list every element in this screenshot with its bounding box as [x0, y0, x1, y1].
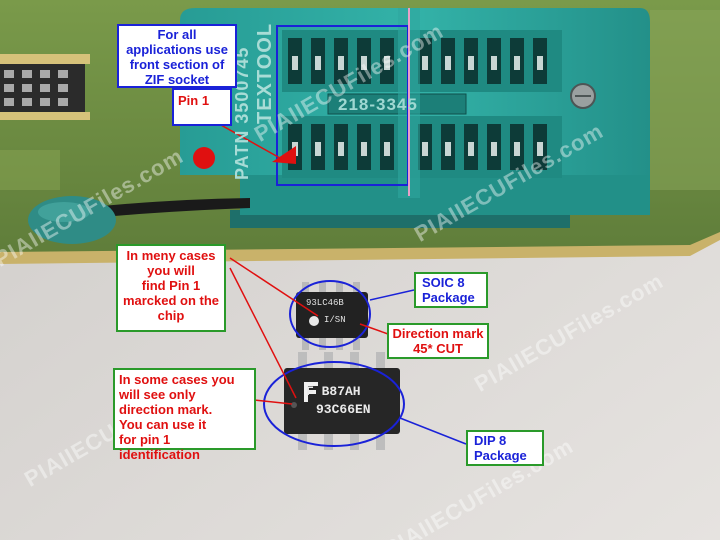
soic-marking-line2: I/SN	[324, 315, 346, 325]
direction-mark-label: Direction mark 45* CUT	[387, 323, 489, 359]
soic-marking-line1: 93LC46B	[306, 298, 344, 308]
socket-brand-print: TEXTOOL	[254, 23, 277, 124]
dip8-circle	[263, 361, 405, 447]
soic8-circle	[289, 280, 371, 348]
pin1-dot-marker	[193, 147, 215, 169]
dip-marking-line2: 93C66EN	[316, 402, 371, 417]
pin1-label: Pin 1	[172, 88, 232, 126]
socket-lever	[28, 196, 250, 244]
zif-front-note: For all applications use front section o…	[117, 24, 237, 88]
socket-number-print: 218-3345	[338, 95, 418, 114]
pin-header	[0, 64, 85, 112]
dip8-label: DIP 8 Package	[466, 430, 544, 466]
direction-only-note: In some cases you will see only directio…	[113, 368, 256, 462]
zif-socket	[180, 8, 650, 228]
soic8-label: SOIC 8 Package	[414, 272, 488, 308]
dip-marking-line1: F B87AH	[306, 384, 361, 399]
pin1-arrow-marker	[272, 146, 296, 164]
socket-brand-text: TEXTOOL	[254, 22, 276, 124]
pin1-marked-note: In meny cases you will find Pin 1 marcke…	[116, 244, 226, 332]
